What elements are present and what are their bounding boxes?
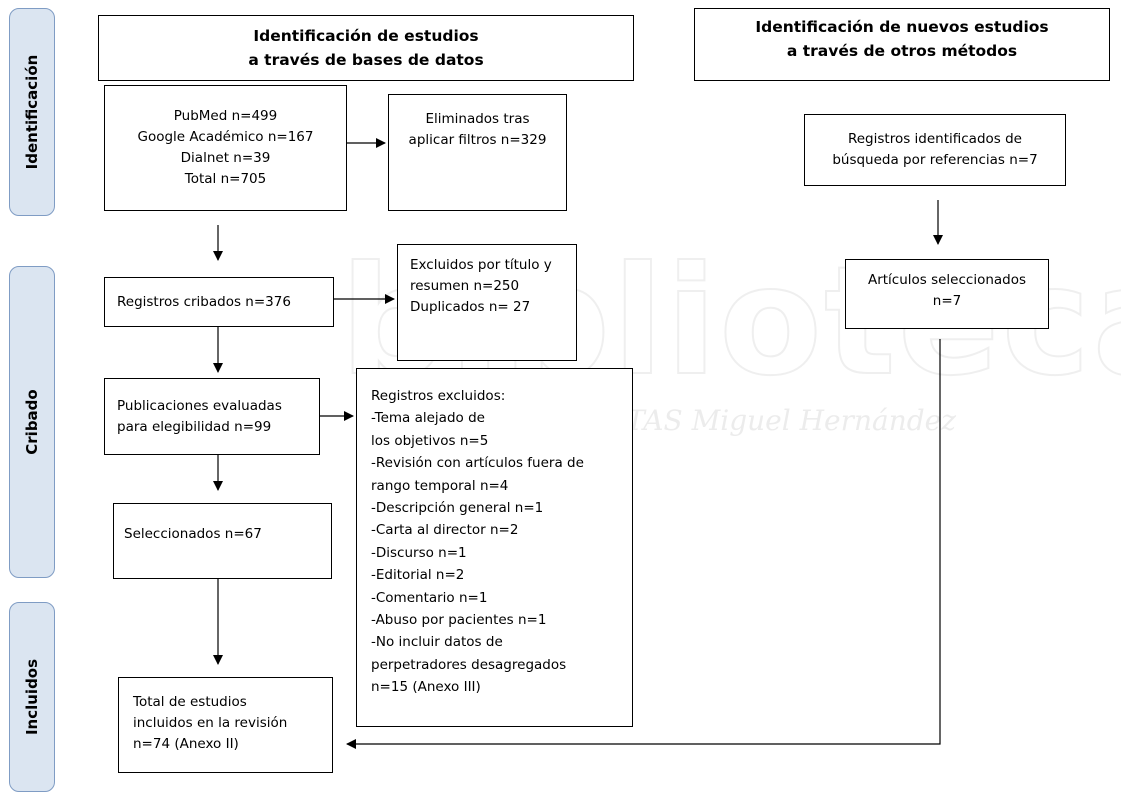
excluded-records-item: los objetivos n=5 xyxy=(371,432,489,449)
arrow-articles-to-included xyxy=(346,339,941,749)
header-other-line-2: a través de otros métodos xyxy=(786,42,1018,60)
selected-box: Seleccionados n=67 xyxy=(113,503,332,579)
references-box: Registros identificados de búsqueda por … xyxy=(804,114,1066,186)
filtered-out-line-1: Eliminados tras xyxy=(425,111,530,127)
excluded-records-item: -Revisión con artículos fuera de xyxy=(371,455,584,472)
references-line-2: búsqueda por referencias n=7 xyxy=(832,152,1038,168)
total-included-line-3: n=74 (Anexo II) xyxy=(133,736,239,752)
header-other-line-1: Identificación de nuevos estudios xyxy=(755,18,1049,36)
total-included-line-1: Total de estudios xyxy=(133,694,247,710)
articles-selected-line-2: n=7 xyxy=(932,293,962,309)
databases-total: Total n=705 xyxy=(184,171,267,187)
databases-google-academico: Google Académico n=167 xyxy=(137,129,314,145)
header-other-methods: Identificación de nuevos estudios a trav… xyxy=(694,8,1110,81)
excluded-records-item: rango temporal n=4 xyxy=(371,477,509,494)
excluded-records-item: -Tema alejado de xyxy=(371,410,485,427)
total-included-line-2: incluidos en la revisión xyxy=(133,715,288,731)
screened-box: Registros cribados n=376 xyxy=(104,277,334,327)
excluded-records-item: -Descripción general n=1 xyxy=(371,500,544,517)
databases-pubmed: PubMed n=499 xyxy=(173,108,278,124)
phase-cribado: Cribado xyxy=(9,266,55,578)
eligibility-line-2: para elegibilidad n=99 xyxy=(117,418,272,435)
excluded-records-item: -Carta al director n=2 xyxy=(371,522,519,539)
excluded-records-heading: Registros excluidos: xyxy=(371,388,506,404)
excluded-records-item: n=15 (Anexo III) xyxy=(371,679,481,696)
header-databases-line-1: Identificación de estudios xyxy=(253,27,479,45)
articles-selected-box: Artículos seleccionados n=7 xyxy=(845,259,1049,329)
excluded-title-line-1: Excluidos por título y xyxy=(410,257,552,273)
phase-identificacion: Identificación xyxy=(9,8,55,216)
excluded-records-item: -No incluir datos de xyxy=(371,634,503,651)
references-line-1: Registros identificados de xyxy=(847,131,1022,147)
excluded-title-box: Excluidos por título y resumen n=250 Dup… xyxy=(397,244,577,361)
excluded-records-box: Registros excluidos: -Tema alejado de lo… xyxy=(356,368,633,727)
excluded-title-line-2: resumen n=250 xyxy=(410,278,520,294)
excluded-records-item: -Discurso n=1 xyxy=(371,544,467,561)
excluded-records-item: -Comentario n=1 xyxy=(371,589,488,606)
header-databases-line-2: a través de bases de datos xyxy=(248,51,484,69)
excluded-records-item: -Abuso por pacientes n=1 xyxy=(371,612,547,629)
excluded-records-item: -Editorial n=2 xyxy=(371,567,465,584)
phase-incluidos: Incluidos xyxy=(9,602,55,792)
header-databases: Identificación de estudios a través de b… xyxy=(98,15,634,81)
filtered-out-box: Eliminados tras aplicar filtros n=329 xyxy=(388,94,567,211)
filtered-out-line-2: aplicar filtros n=329 xyxy=(408,132,547,148)
total-included-box: Total de estudios incluidos en la revisi… xyxy=(118,677,333,773)
excluded-records-item: perpetradores desagregados xyxy=(371,656,567,673)
screened-line: Registros cribados n=376 xyxy=(117,293,291,310)
eligibility-box: Publicaciones evaluadas para elegibilida… xyxy=(104,378,320,455)
databases-dialnet: Dialnet n=39 xyxy=(180,150,271,166)
databases-box: PubMed n=499 Google Académico n=167 Dial… xyxy=(104,85,347,211)
eligibility-line-1: Publicaciones evaluadas xyxy=(117,397,282,414)
selected-line: Seleccionados n=67 xyxy=(124,526,262,542)
excluded-title-line-3: Duplicados n= 27 xyxy=(410,299,531,315)
articles-selected-line-1: Artículos seleccionados xyxy=(867,272,1027,288)
